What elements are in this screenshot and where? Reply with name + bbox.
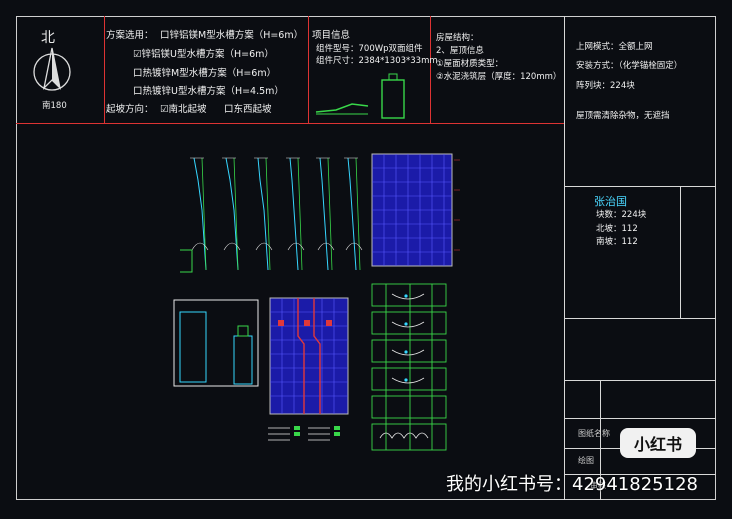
scheme-opt1[interactable]: 口锌铝镁M型水槽方案（H=6m） bbox=[160, 30, 304, 41]
install-line2: 安装方式：（化学锚栓固定） bbox=[576, 61, 683, 71]
legend-lines bbox=[268, 426, 340, 441]
header-col-3 bbox=[430, 16, 431, 123]
header-col-2 bbox=[308, 16, 309, 123]
slope-label: 起坡方向： bbox=[106, 104, 154, 115]
floor-plan bbox=[173, 299, 259, 387]
compass-north: 北 bbox=[41, 30, 55, 46]
titleblock-col-2 bbox=[680, 186, 681, 318]
titleblock-label1: 图纸名称 bbox=[578, 429, 610, 438]
owner-total: 块数：224块 bbox=[596, 210, 647, 220]
titleblock-label3: 审核 bbox=[590, 481, 606, 490]
project-title: 项目信息 bbox=[312, 30, 351, 41]
project-size: 组件尺寸：2384*1303*33mm bbox=[316, 56, 438, 66]
project-model: 组件型号：700Wp双面组件 bbox=[316, 44, 423, 54]
scheme-opt2[interactable]: ☑锌铝镁U型水槽方案（H=6m） bbox=[133, 49, 274, 60]
install-line1: 上网模式：全额上网 bbox=[576, 42, 653, 52]
titleblock-label2: 绘图 bbox=[578, 456, 594, 465]
owner-south: 南坡：112 bbox=[596, 237, 638, 247]
install-line4: 屋顶需清除杂物，无遮挡 bbox=[576, 111, 670, 121]
panel-array-layout bbox=[269, 297, 349, 415]
section-profiles bbox=[180, 157, 363, 273]
roof-line3: ①屋面材质类型： bbox=[436, 59, 504, 69]
xiaohongshu-badge: 小红书 bbox=[620, 428, 696, 458]
scheme-opt4[interactable]: 口热镀锌U型水槽方案（H=4.5m） bbox=[133, 86, 284, 97]
header-divider bbox=[16, 123, 564, 124]
install-line3: 阵列块：224块 bbox=[576, 81, 635, 91]
titleblock-col bbox=[600, 380, 601, 500]
titleblock-line-4 bbox=[564, 418, 716, 419]
module-sketch bbox=[315, 73, 405, 119]
roof-line1: 房屋结构： bbox=[436, 33, 479, 43]
titleblock-line-3 bbox=[564, 380, 716, 381]
owner-north: 北坡：112 bbox=[596, 224, 638, 234]
slope-opt2[interactable]: 口东西起坡 bbox=[224, 104, 272, 115]
watermark-text: 我的小红书号：42941825128 bbox=[446, 474, 698, 495]
drawing-frame bbox=[16, 16, 716, 500]
roof-line2: 2、屋顶信息 bbox=[436, 46, 484, 56]
titleblock-border bbox=[564, 16, 565, 500]
slope-opt1[interactable]: ☑南北起坡 bbox=[160, 104, 207, 115]
detail-sections bbox=[371, 283, 447, 451]
compass-south: 南180 bbox=[42, 101, 67, 111]
scheme-title: 方案选用： bbox=[106, 30, 154, 41]
titleblock-line-1 bbox=[564, 186, 716, 187]
titleblock-line-2 bbox=[564, 318, 716, 319]
scheme-opt3[interactable]: 口热镀锌M型水槽方案（H=6m） bbox=[133, 68, 277, 79]
header-col-1 bbox=[104, 16, 105, 123]
owner-name: 张治国 bbox=[594, 195, 627, 208]
titleblock-line-6 bbox=[564, 474, 716, 475]
roof-array-plan bbox=[371, 153, 460, 267]
roof-line4: ②水泥浇筑层（厚度：120mm） bbox=[436, 72, 562, 82]
compass-icon bbox=[33, 47, 71, 91]
